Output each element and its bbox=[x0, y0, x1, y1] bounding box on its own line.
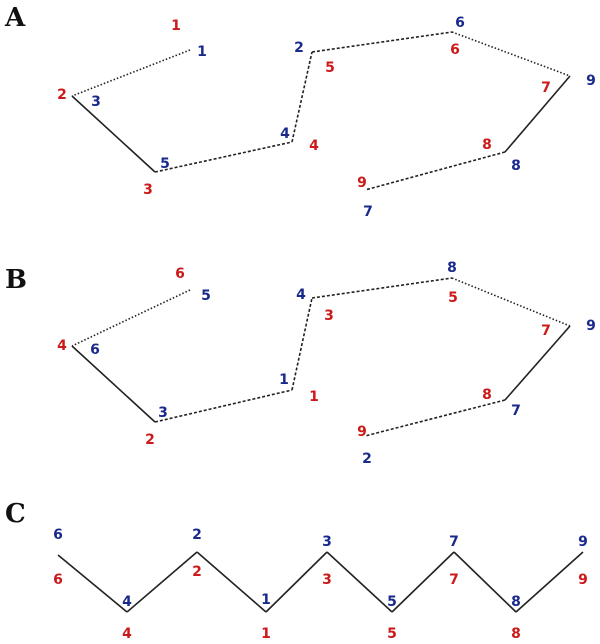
vertex-label-blue: 4 bbox=[122, 594, 132, 610]
chain-segment bbox=[71, 95, 156, 173]
chain-segment bbox=[311, 31, 453, 53]
vertex-label-blue: 5 bbox=[160, 156, 170, 172]
chain-segment bbox=[71, 345, 156, 423]
panel-label-a: A bbox=[4, 3, 26, 33]
chain-segment bbox=[504, 75, 571, 153]
vertex-label-red: 8 bbox=[482, 137, 492, 153]
vertex-label-red: 1 bbox=[309, 389, 319, 405]
vertex-label-red: 7 bbox=[541, 323, 551, 339]
chain-segment bbox=[451, 31, 571, 77]
vertex-label-red: 7 bbox=[541, 80, 551, 96]
vertex-label-blue: 4 bbox=[296, 287, 306, 303]
vertex-label-blue: 6 bbox=[455, 15, 465, 31]
panel-label-c: C bbox=[5, 499, 26, 529]
chain-segment bbox=[126, 551, 198, 613]
vertex-label-blue: 4 bbox=[280, 126, 290, 142]
chain-segment bbox=[154, 389, 293, 423]
vertex-label-blue: 5 bbox=[387, 594, 397, 610]
vertex-label-blue: 8 bbox=[511, 594, 521, 610]
panel-c: C 6 6 4 4 2 2 1 1 3 3 5 5 7 7 8 8 9 9 bbox=[5, 499, 588, 642]
vertex-label-blue: 9 bbox=[586, 73, 596, 89]
vertex-label-red: 9 bbox=[357, 424, 367, 440]
chain-segment bbox=[71, 49, 191, 97]
vertex-label-red: 1 bbox=[261, 626, 271, 642]
vertex-label-blue: 7 bbox=[449, 534, 459, 550]
vertex-label-red: 6 bbox=[175, 266, 185, 282]
vertex-label-red: 5 bbox=[325, 60, 335, 76]
vertex-label-blue: 3 bbox=[91, 94, 101, 110]
vertex-label-blue: 3 bbox=[322, 534, 332, 550]
chain-segment bbox=[291, 51, 313, 143]
vertex-label-red: 6 bbox=[450, 42, 460, 58]
chain-segment bbox=[71, 289, 191, 347]
vertex-label-red: 5 bbox=[387, 626, 397, 642]
chain-segment bbox=[364, 399, 506, 437]
chain-segment bbox=[196, 551, 267, 613]
vertex-label-blue: 2 bbox=[362, 451, 372, 467]
vertex-label-blue: 7 bbox=[363, 204, 373, 220]
chain-segment bbox=[364, 151, 506, 191]
vertex-label-blue: 3 bbox=[158, 405, 168, 421]
vertex-label-red: 3 bbox=[143, 182, 153, 198]
chain-segment bbox=[291, 297, 313, 391]
vertex-label-red: 9 bbox=[357, 175, 367, 191]
vertex-label-blue: 9 bbox=[578, 534, 588, 550]
vertex-label-red: 2 bbox=[192, 564, 202, 580]
vertex-label-red: 4 bbox=[309, 138, 319, 154]
vertex-label-red: 8 bbox=[482, 387, 492, 403]
vertex-label-red: 3 bbox=[324, 308, 334, 324]
vertex-label-red: 6 bbox=[53, 572, 63, 588]
vertex-label-red: 5 bbox=[448, 290, 458, 306]
panel-label-b: B bbox=[5, 265, 27, 295]
vertex-label-blue: 8 bbox=[511, 158, 521, 174]
chain-segment bbox=[515, 551, 584, 613]
vertex-label-blue: 6 bbox=[53, 527, 63, 543]
vertex-label-red: 1 bbox=[171, 18, 181, 34]
vertex-label-blue: 1 bbox=[261, 592, 271, 608]
vertex-label-blue: 2 bbox=[192, 527, 202, 543]
chain-segment bbox=[453, 551, 517, 613]
vertex-label-red: 2 bbox=[57, 87, 67, 103]
chain-segment bbox=[57, 554, 128, 613]
vertex-label-blue: 7 bbox=[511, 403, 521, 419]
vertex-label-blue: 9 bbox=[586, 318, 596, 334]
vertex-label-red: 4 bbox=[57, 338, 67, 354]
vertex-label-red: 9 bbox=[578, 572, 588, 588]
vertex-label-blue: 1 bbox=[279, 372, 289, 388]
chain-segment bbox=[326, 551, 393, 613]
vertex-label-blue: 8 bbox=[447, 260, 457, 276]
chain-segment bbox=[311, 277, 453, 299]
chain-segment bbox=[391, 551, 455, 613]
chain-segment bbox=[504, 325, 571, 401]
vertex-label-blue: 2 bbox=[294, 40, 304, 56]
chain-segment bbox=[265, 551, 328, 613]
vertex-label-red: 3 bbox=[322, 572, 332, 588]
vertex-label-blue: 6 bbox=[90, 342, 100, 358]
vertex-label-red: 8 bbox=[511, 626, 521, 642]
vertex-label-red: 7 bbox=[449, 572, 459, 588]
vertex-label-red: 4 bbox=[122, 626, 132, 642]
chain-segment bbox=[154, 141, 293, 173]
chain-segment bbox=[451, 277, 571, 327]
vertex-label-blue: 1 bbox=[197, 44, 207, 60]
vertex-label-red: 2 bbox=[145, 432, 155, 448]
vertex-label-blue: 5 bbox=[201, 288, 211, 304]
